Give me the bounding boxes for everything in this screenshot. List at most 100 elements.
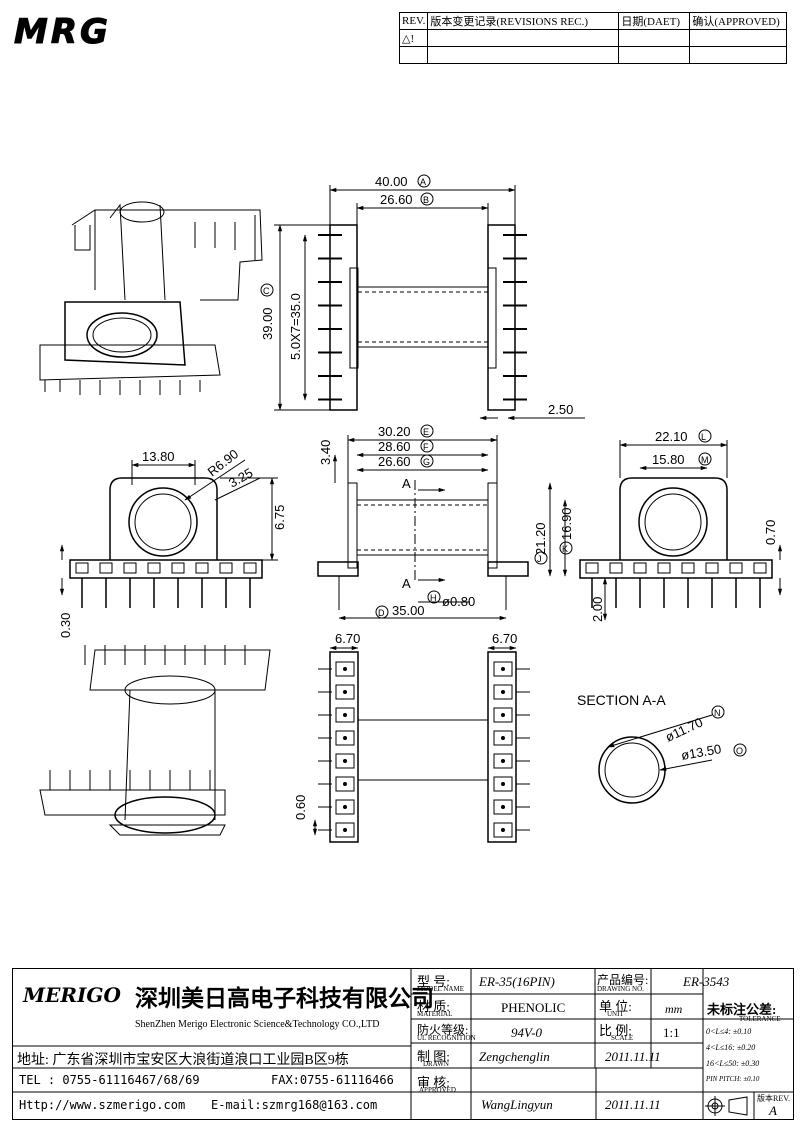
dim-f: 28.60 (378, 439, 411, 454)
circle-b: B (423, 195, 429, 205)
company-fax: FAX:0755-61116466 (271, 1073, 394, 1087)
circle-j: J (537, 554, 542, 564)
rev-cell (689, 46, 788, 64)
pad-hole (501, 667, 505, 671)
pin-box (729, 562, 743, 574)
pad (335, 730, 355, 746)
revision-table: REV. 版本变更记录(REVISIONS REC.) 日期(DAET) 确认(… (398, 12, 788, 64)
iso-view-top (39, 201, 263, 395)
section-aa (598, 714, 713, 804)
pad (335, 684, 355, 700)
tol-row-3: 16<L≤50: ±0.30 (706, 1059, 760, 1068)
circle-n: N (714, 708, 721, 718)
rev-approved-header: 确认(APPROVED) (689, 12, 788, 30)
dim-c: 39.00 (260, 307, 275, 340)
pad-hole (501, 759, 505, 763)
company-logo: MERIGO (23, 983, 121, 1007)
pad-hole (501, 828, 505, 832)
rev-cell: △! (398, 29, 429, 47)
circle-e: E (423, 427, 429, 437)
company-tel: TEL : 0755-61116467/68/69 (19, 1073, 200, 1087)
pad-hole (343, 667, 347, 671)
scale-label-en: SCALE (611, 1034, 634, 1042)
material-value: PHENOLIC (501, 1000, 566, 1015)
pin-box (75, 562, 89, 574)
pin-box (633, 562, 647, 574)
company-email[interactable]: E-mail:szmrg168@163.com (211, 1098, 378, 1112)
tol-row-4: PIN PITCH: ±0.10 (706, 1075, 760, 1083)
dim-h: ø0.80 (442, 594, 475, 609)
approved-by: WangLingyun (481, 1097, 553, 1112)
material-label-en: MATERIAL (417, 1010, 453, 1018)
rev-header: REV. (398, 12, 429, 30)
side-view-left (69, 477, 263, 579)
approved-date: 2011.11.11 (605, 1097, 661, 1112)
pins-left (75, 562, 257, 608)
pad-hole (343, 805, 347, 809)
pin-box (123, 562, 137, 574)
pin-box (585, 562, 599, 574)
dim-l: 22.10 (655, 429, 688, 444)
scale-label: 比 例: (599, 1023, 632, 1038)
pad-hole (343, 690, 347, 694)
dim-left-w: 13.80 (142, 449, 175, 464)
dwg-label-en: DRAWING NO. (597, 985, 644, 993)
pad-hole (343, 713, 347, 717)
dim-pitch: 5.0X7=35.0 (288, 293, 303, 360)
dwg-label: 产品编号: (597, 973, 649, 987)
pad (335, 776, 355, 792)
pad (493, 730, 513, 746)
section-mark-bottom: A (402, 576, 411, 591)
title-block-grid (13, 969, 793, 1119)
tol-row-2: 4<L≤16: ±0.20 (706, 1043, 756, 1052)
dim-h675: 6.75 (272, 505, 287, 530)
pad (493, 753, 513, 769)
dim-e: 30.20 (378, 424, 411, 439)
circle-c: C (263, 286, 270, 296)
dwg-value: ER-3543 (683, 974, 730, 989)
dim-n: ø11.70 (663, 714, 705, 744)
dim-pin200: 2.00 (590, 597, 605, 622)
model-value: ER-35(16PIN) (479, 974, 555, 989)
front-view-top (329, 224, 516, 411)
fire-value: 94V-0 (511, 1025, 543, 1040)
pin-box (681, 562, 695, 574)
dim-p060: 0.60 (293, 795, 308, 820)
dim-gap: 2.50 (548, 402, 573, 417)
pin-box (171, 562, 185, 574)
approved-label-en: APPROVED (419, 1086, 456, 1094)
company-website[interactable]: Http://www.szmerigo.com (19, 1098, 186, 1112)
company-name-en: ShenZhen Merigo Electronic Science&Techn… (135, 1019, 380, 1030)
pad (493, 661, 513, 677)
unit-label-en: UNIT (607, 1010, 624, 1018)
dim-o: ø13.50 (680, 741, 722, 763)
company-name-cn: 深圳美日高电子科技有限公司 (135, 986, 434, 1011)
version-label: 版本REV. (757, 1094, 790, 1103)
pin-box (657, 562, 671, 574)
pad-hole (343, 828, 347, 832)
tol-row-1: 0<L≤4: ±0.10 (706, 1027, 752, 1036)
circle-k: K (562, 544, 568, 554)
rev-cell (398, 46, 429, 64)
unit-label: 单 位: (599, 999, 632, 1014)
pins-right (585, 562, 767, 608)
fire-label-en: UL RECOGNITION (417, 1034, 476, 1042)
dim-g: 26.60 (378, 454, 411, 469)
pad-hole (501, 690, 505, 694)
pin-box (219, 562, 233, 574)
dim-b: 26.60 (380, 192, 413, 207)
dim-k: 16.90 (559, 507, 574, 540)
circle-m: M (701, 455, 709, 465)
iso-view-bottom (39, 645, 271, 836)
circle-a: A (420, 177, 426, 187)
pins-top (318, 234, 527, 401)
bottom-view (312, 645, 517, 843)
pad (335, 822, 355, 838)
pad (335, 799, 355, 815)
pad (335, 661, 355, 677)
dim-j: 21.20 (533, 522, 548, 555)
pad-hole (501, 736, 505, 740)
dim-d: 35.00 (392, 603, 425, 618)
material-label: 材 质: (417, 999, 450, 1014)
